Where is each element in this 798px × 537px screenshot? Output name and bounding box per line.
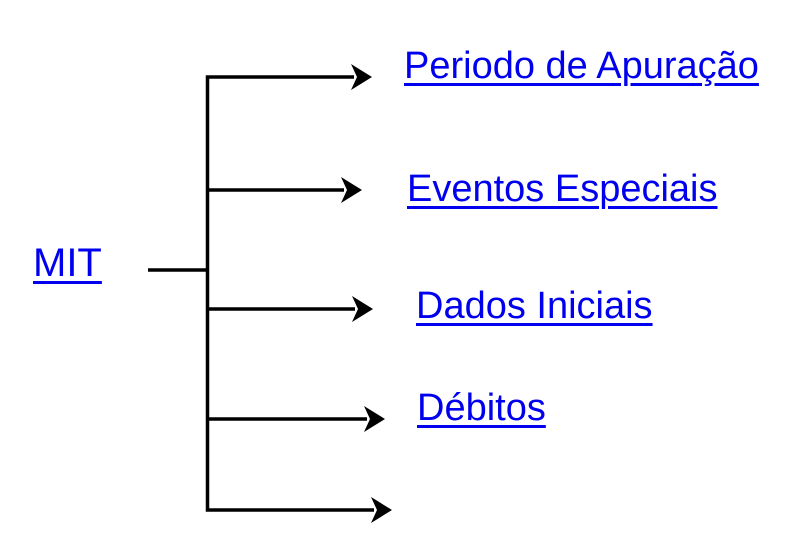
trunk-line (205, 75, 374, 512)
branch-link-dados-iniciais[interactable]: Dados Iniciais (416, 285, 653, 327)
arrowhead-icon (364, 406, 385, 432)
arrowhead-icon (371, 497, 392, 523)
branch-link-debitos[interactable]: Débitos (417, 387, 546, 429)
arrowhead-icon (351, 64, 372, 90)
root-link-mit[interactable]: MIT (33, 241, 102, 285)
arrowhead-icon (341, 177, 362, 203)
branch-link-eventos-especiais[interactable]: Eventos Especiais (407, 168, 718, 210)
arrowhead-icon (352, 296, 373, 322)
branch-link-periodo-de-apuracao[interactable]: Periodo de Apuração (404, 45, 759, 87)
